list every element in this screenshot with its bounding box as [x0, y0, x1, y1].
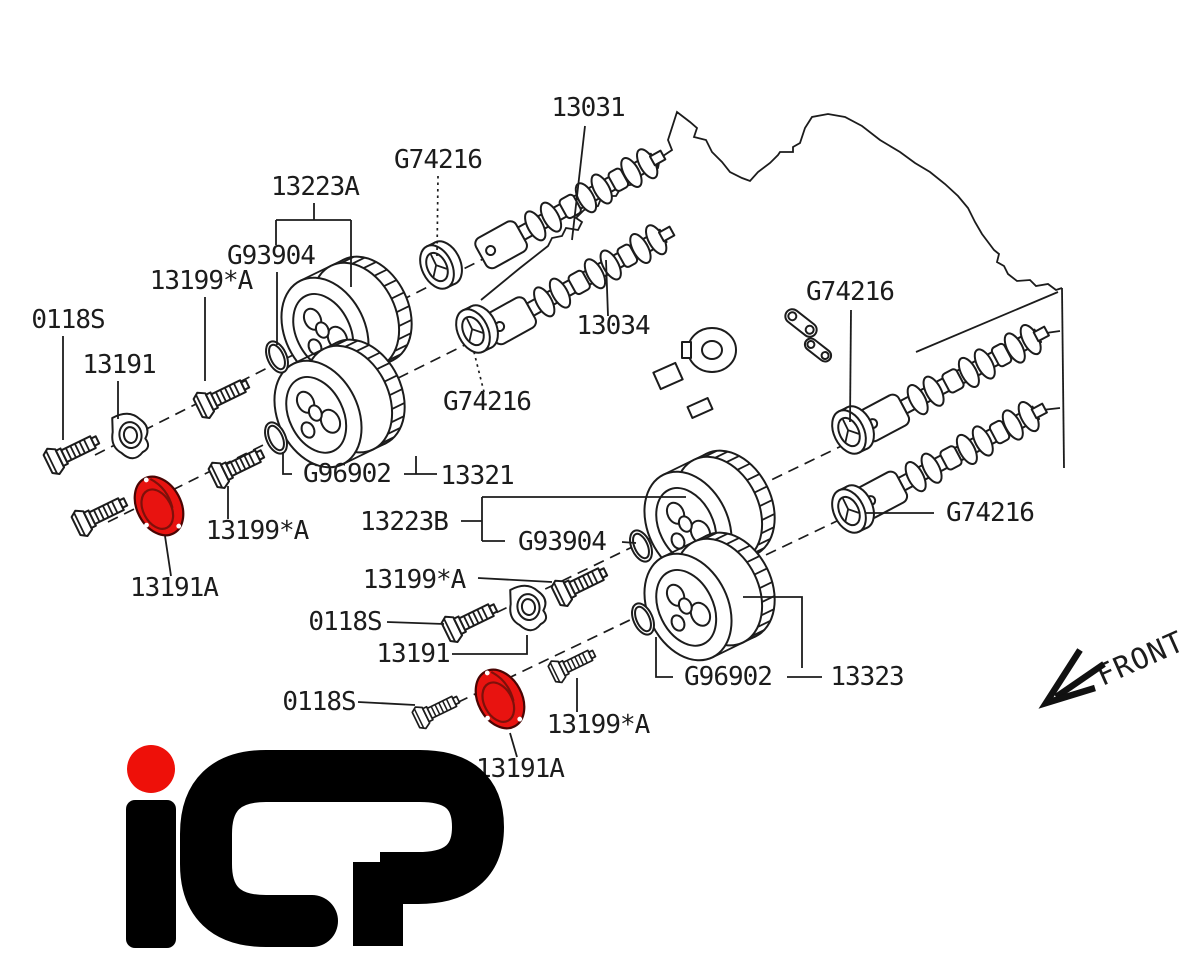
part-label-13031: 13031	[551, 93, 624, 123]
part-label-0118s: 0118S	[308, 607, 381, 637]
part-label-13191a: 13191A	[130, 573, 219, 603]
part-label-13199a: 13199*A	[547, 710, 651, 740]
part-label-13199a: 13199*A	[150, 266, 254, 296]
front-label: FRONT	[1091, 624, 1189, 693]
engine-outline	[480, 110, 1065, 469]
part-label-13321: 13321	[440, 461, 513, 491]
part-label-0118s: 0118S	[31, 305, 104, 335]
rocker-link-part	[803, 337, 833, 363]
plate-13191	[107, 409, 153, 463]
bolt-0118s	[40, 426, 105, 478]
part-labels: 13031 G74216 13223A G93904 13199*A 0118S…	[31, 93, 1035, 784]
bolt-13199a	[548, 558, 613, 610]
bolt-0118s	[409, 687, 465, 732]
part-label-g93904: G93904	[227, 241, 315, 271]
icp-logo-letter-c	[180, 750, 374, 947]
spacer-part	[652, 361, 684, 391]
part-label-13199a: 13199*A	[206, 516, 310, 546]
rocker-link-part	[784, 308, 818, 338]
bolt-13199a	[545, 641, 601, 686]
leader-lines	[62, 125, 934, 758]
part-label-13323: 13323	[830, 662, 903, 692]
highlighted-cap-13191a	[464, 659, 536, 738]
part-label-13223a: 13223A	[271, 172, 360, 202]
icp-logo	[126, 745, 504, 948]
icp-logo-dot	[127, 745, 175, 793]
part-label-13034: 13034	[576, 311, 650, 341]
part-label-g74216: G74216	[946, 498, 1034, 528]
icp-logo-letter-i	[126, 800, 176, 948]
bolt-13199a	[205, 440, 270, 492]
oil-seal-g74216	[412, 234, 470, 296]
icp-logo-letter-p-bowl	[330, 750, 504, 904]
bolt-0118s	[68, 488, 133, 540]
part-label-13191a: 13191A	[476, 754, 565, 784]
part-label-g96902: G96902	[303, 459, 391, 489]
part-label-13191: 13191	[82, 350, 155, 380]
part-label-13191: 13191	[376, 639, 449, 669]
key-part	[686, 397, 714, 419]
front-direction-marker: FRONT	[1038, 624, 1189, 709]
part-label-13223b: 13223B	[360, 507, 448, 537]
part-label-13199a: 13199*A	[363, 565, 467, 595]
part-label-g93904: G93904	[518, 527, 606, 557]
front-arrow-icon	[1054, 661, 1106, 700]
part-label-g74216: G74216	[443, 387, 531, 417]
bolt-0118s	[438, 594, 503, 646]
part-label-0118s: 0118S	[282, 687, 355, 717]
plate-13191	[505, 581, 551, 635]
highlighted-cap-13191a	[123, 466, 195, 545]
tensioner-part	[681, 327, 737, 373]
part-label-g74216: G74216	[806, 277, 894, 307]
part-label-g74216: G74216	[394, 145, 482, 175]
part-label-g96902: G96902	[684, 662, 772, 692]
